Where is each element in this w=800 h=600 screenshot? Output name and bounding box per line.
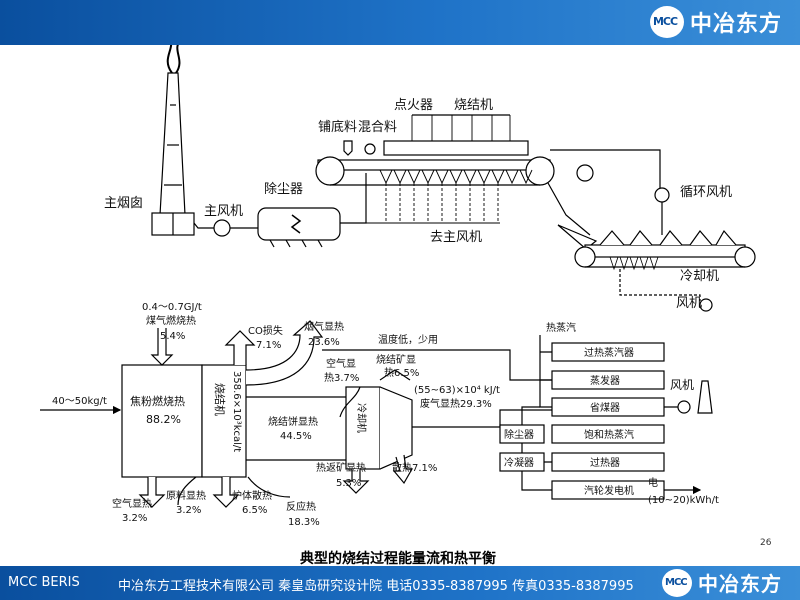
footer-logo-text: 中冶东方	[698, 572, 782, 596]
label-superheater2: 过热器	[590, 456, 620, 469]
label-sat-steam: 饱和热蒸汽	[584, 428, 634, 441]
footer-mcc-logo-icon: MCC	[662, 568, 692, 597]
label-electricity-range: (10~20)kWh/t	[648, 495, 719, 506]
logo-mark-text: MCC	[652, 15, 678, 28]
top-banner: MCC 中冶东方	[0, 0, 800, 45]
igniter-hood	[383, 140, 529, 156]
crusher-icon	[576, 164, 594, 182]
header-logo: MCC 中冶东方	[649, 6, 782, 38]
stack-icon	[697, 380, 713, 414]
smoke-icon	[166, 45, 181, 74]
energy-flow	[40, 320, 713, 508]
circulating-fan-icon	[654, 187, 670, 203]
label-exhaust-range: (55~63)×10⁴ kJ/t	[414, 385, 500, 396]
label-air-pct: 3.2%	[122, 513, 147, 524]
label-low-temp: 温度低，少用	[378, 333, 438, 346]
label-air-heat: 空气显热	[112, 497, 152, 510]
label-gas-pct: 5.4%	[160, 331, 185, 342]
hearth-hopper-icon	[343, 140, 353, 156]
label-return-pct: 5.3%	[336, 478, 361, 489]
label-coke-heat: 焦粉燃烧热	[130, 394, 185, 408]
footer-contact-info: 中冶东方工程技术有限公司 秦皇岛研究设计院 电话0335-8387995 传真0…	[118, 579, 634, 594]
footer-logo: MCC 中冶东方	[662, 568, 782, 597]
label-mixture: 混合料	[358, 120, 397, 135]
label-economizer: 省煤器	[590, 401, 620, 414]
label-ore-heat: 烧结矿显	[376, 353, 416, 366]
label-reaction-heat: 反应热	[286, 500, 316, 513]
label-flue-gas: 烟气显热	[304, 320, 344, 333]
label-coke-heat-pct: 88.2%	[146, 413, 181, 426]
label-igniter: 点火器	[394, 98, 433, 113]
boiler-fan-icon	[677, 400, 691, 414]
label-air-heat2: 空气显	[326, 357, 356, 370]
sinter-strand	[317, 159, 551, 171]
label-turbine: 汽轮发电机	[584, 484, 634, 497]
energy-labels: 40～50kg/t 焦粉燃烧热 88.2% 0.4～0.7GJ/t 煤气燃烧热 …	[52, 302, 719, 528]
header-logo-text: 中冶东方	[689, 12, 782, 37]
label-hearth-layer: 铺底料	[318, 119, 357, 135]
label-cake-pct: 44.5%	[280, 431, 312, 442]
label-gas-range: 0.4～0.7GJ/t	[142, 302, 202, 313]
sat-steam-box	[551, 424, 665, 444]
cooler-fan-icon	[699, 298, 713, 312]
label-machine-value: 358.6×10³kcal/t	[231, 371, 242, 452]
label-fan2: 风机	[670, 378, 694, 392]
label-ore-heat-b: 热6.5%	[384, 366, 419, 379]
label-machine: 烧结机	[213, 383, 227, 416]
mixture-drum-icon	[364, 143, 376, 155]
label-input-flow: 40～50kg/t	[52, 396, 107, 407]
chimney-icon	[159, 72, 186, 216]
label-cooler: 冷却机	[355, 403, 368, 433]
mcc-logo-icon: MCC	[649, 6, 684, 38]
label-body-heat: 炉体散热	[232, 489, 272, 502]
label-superheater: 过热蒸汽器	[584, 346, 634, 359]
label-fan: 风机	[676, 296, 702, 311]
label-flue-pct: 23.6%	[308, 337, 340, 348]
label-main-fan: 主风机	[204, 204, 243, 219]
label-circulating-fan: 循环风机	[680, 185, 732, 200]
coke-heat-box	[121, 364, 203, 478]
process-labels: 主烟囱 主风机 除尘器 点火器 烧结机 铺底料 混合料 去主风机 循环风机 冷却…	[104, 98, 732, 311]
label-raw-pct: 3.2%	[176, 505, 201, 516]
label-dust: 除尘器	[504, 428, 534, 441]
label-air-heat2b: 热3.7%	[324, 371, 359, 384]
label-electricity: 电	[648, 476, 658, 489]
sinter-machine-box	[201, 364, 247, 478]
main-fan-icon	[213, 219, 231, 237]
cooler-box	[345, 386, 381, 470]
footer-org-code: MCC BERIS	[8, 575, 80, 590]
label-co-pct: 7.1%	[256, 340, 281, 351]
label-sinter-machine: 烧结机	[454, 98, 493, 113]
label-reaction-pct: 18.3%	[288, 517, 320, 528]
footer-bar: MCC BERIS 中冶东方工程技术有限公司 秦皇岛研究设计院 电话0335-8…	[0, 566, 800, 600]
label-co-loss: CO损失	[248, 324, 283, 337]
page-number: 26	[760, 538, 772, 548]
sinter-energy-diagram: 主烟囱 主风机 除尘器 点火器 烧结机 铺底料 混合料 去主风机 循环风机 冷却…	[40, 45, 756, 528]
label-evaporator: 蒸发器	[590, 374, 620, 387]
label-condenser: 冷凝器	[504, 456, 534, 469]
label-body-pct: 6.5%	[242, 505, 267, 516]
cooler-strand	[584, 244, 746, 258]
label-gas-heat: 煤气燃烧热	[146, 314, 196, 327]
label-to-main-fan: 去主风机	[430, 230, 482, 245]
raw-in-arrow	[177, 476, 197, 506]
process-schematic	[151, 45, 756, 312]
label-cooler: 冷却机	[680, 269, 719, 284]
diagram-caption: 典型的烧结过程能量流和热平衡	[300, 551, 496, 567]
label-dissipation: 散热7.1%	[392, 461, 437, 474]
label-return-ore: 热返矿显热	[316, 461, 366, 474]
dust-collector-icon	[257, 207, 341, 241]
label-dust-collector: 除尘器	[264, 182, 303, 197]
label-raw-heat: 原料显热	[166, 489, 206, 502]
footer-logo-mark-text: MCC	[665, 576, 688, 588]
label-cake-heat: 烧结饼显热	[268, 415, 318, 428]
label-hot-steam: 热蒸汽	[546, 321, 576, 334]
windboxes	[366, 169, 533, 224]
air-in-arrow	[138, 477, 166, 508]
cake-heat-band	[246, 396, 346, 461]
label-chimney: 主烟囱	[104, 196, 143, 211]
label-exhaust-heat: 废气显热29.3%	[420, 397, 492, 410]
